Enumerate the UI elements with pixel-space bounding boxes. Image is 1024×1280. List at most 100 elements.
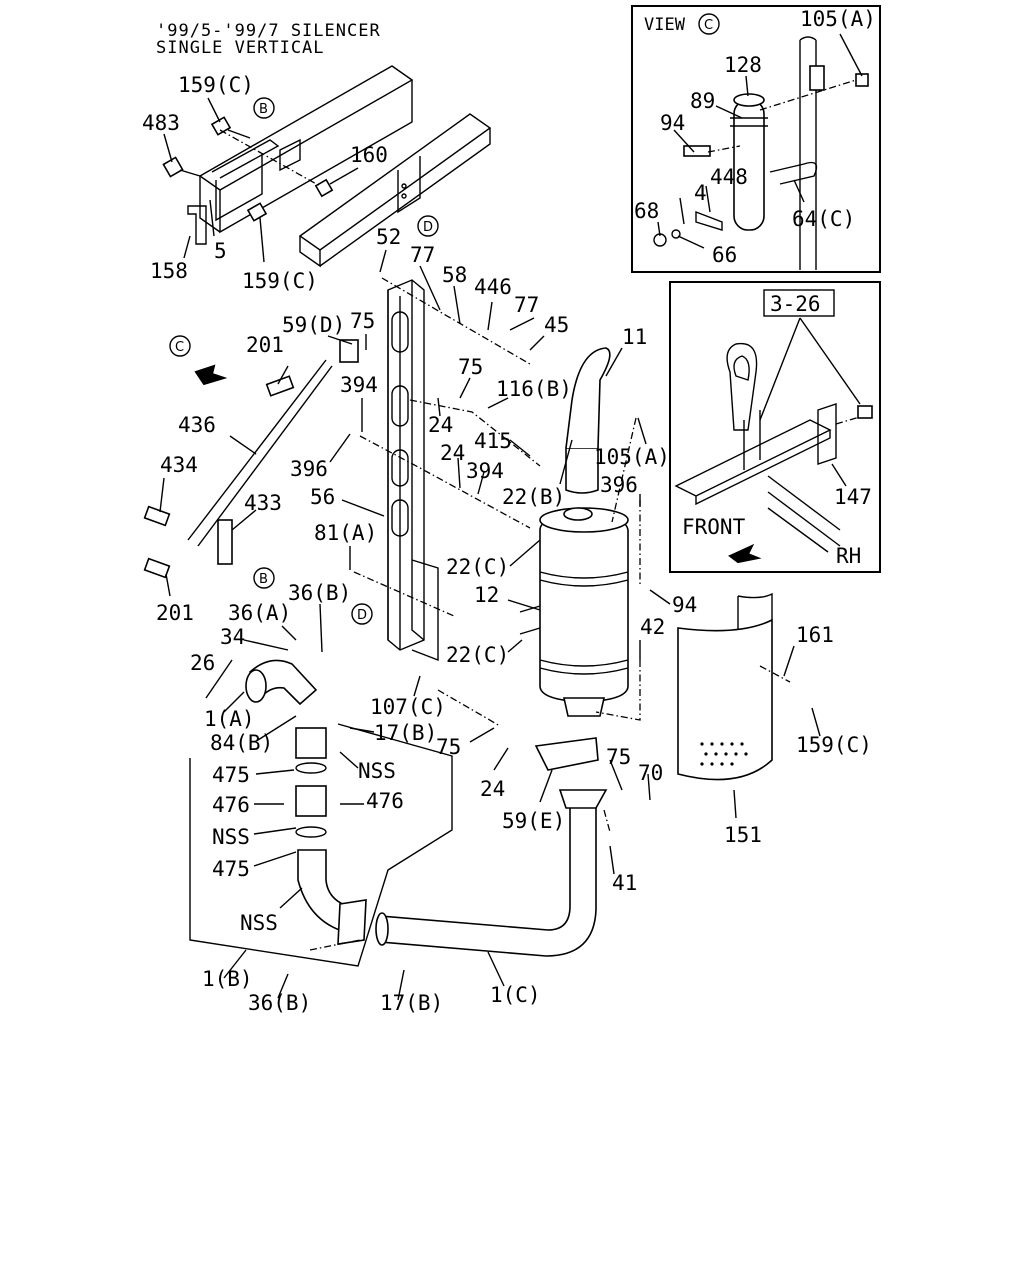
svg-text:C: C [175, 340, 184, 355]
part-label: 36(B) [248, 991, 311, 1015]
part-label: 66 [712, 243, 737, 267]
part-label: 94 [660, 111, 685, 135]
ref-panel-drawing [674, 317, 873, 564]
part-label: 24 [440, 441, 465, 465]
header-line-1: '99/5-'99/7 SILENCER [156, 21, 381, 41]
ref-label: 3-26 [770, 292, 821, 316]
front-label: FRONT [682, 515, 746, 539]
part-label: 24 [480, 777, 505, 801]
part-label: 159(C) [242, 269, 318, 293]
bracket-56 [387, 279, 439, 662]
part-label: 151 [724, 823, 762, 847]
part-label: 42 [640, 615, 665, 639]
part-label: 75 [606, 745, 631, 769]
nss-outline [189, 723, 453, 967]
part-label: 158 [150, 259, 188, 283]
part-label: 75 [458, 355, 483, 379]
part-label: 116(B) [496, 377, 572, 401]
part-label: 1(C) [490, 983, 541, 1007]
part-label: 147 [834, 485, 872, 509]
part-label: 4 [694, 181, 707, 205]
part-label: 434 [160, 453, 198, 477]
svg-text:D: D [357, 608, 367, 623]
part-label: 475 [212, 857, 250, 881]
ref-box [763, 289, 835, 317]
view-c-marker-circle [698, 13, 720, 35]
part-label: NSS [212, 825, 250, 849]
part-label: 5 [214, 239, 227, 263]
marker-b-lower: B [253, 567, 275, 589]
part-label: 160 [350, 143, 388, 167]
part-label: 159(C) [796, 733, 872, 757]
part-label: 394 [340, 373, 378, 397]
view-c-marker: C [704, 18, 713, 33]
part-label: 396 [600, 473, 638, 497]
part-labels: 159(C) 483 160 5 158 159(C) 52 77 58 446… [142, 7, 876, 1015]
part-label: 1(A) [204, 707, 255, 731]
svg-text:B: B [259, 572, 268, 587]
part-label: 161 [796, 623, 834, 647]
part-label: 41 [612, 871, 637, 895]
part-label: 58 [442, 263, 467, 287]
part-label: 34 [220, 625, 245, 649]
part-label: 59(D) [282, 313, 345, 337]
part-label: 415 [474, 429, 512, 453]
bracket-59e [534, 737, 599, 771]
part-label: 64(C) [792, 207, 855, 231]
part-label: 89 [690, 89, 715, 113]
part-label: 448 [710, 165, 748, 189]
part-label: 75 [350, 309, 375, 333]
part-label: 26 [190, 651, 215, 675]
part-label: NSS [240, 911, 278, 935]
part-label: 107(C) [370, 695, 446, 719]
part-label: 56 [310, 485, 335, 509]
assembly-lines [309, 277, 791, 951]
part-label: 436 [178, 413, 216, 437]
part-label: 394 [466, 459, 504, 483]
ref-panel [669, 281, 881, 573]
part-label: 59(E) [502, 809, 565, 833]
header-line-2: SINGLE VERTICAL [156, 38, 325, 58]
part-label: 77 [410, 243, 435, 267]
rh-label: RH [836, 544, 861, 568]
part-label: 105(A) [594, 445, 670, 469]
marker-d-top: D [417, 215, 439, 237]
part-label: 17(B) [374, 721, 437, 745]
leader-lines [159, 33, 863, 1001]
part-label: 476 [212, 793, 250, 817]
part-label: 17(B) [380, 991, 443, 1015]
marker-d-lower: D [351, 603, 373, 625]
part-label: 84(B) [210, 731, 273, 755]
part-label: 36(A) [228, 601, 291, 625]
part-label: 396 [290, 457, 328, 481]
part-label: 36(B) [288, 581, 351, 605]
part-label: 159(C) [178, 73, 254, 97]
part-label: 433 [244, 491, 282, 515]
heat-shield [677, 592, 773, 781]
silencer [519, 347, 629, 717]
svg-text:B: B [259, 102, 268, 117]
marker-c-left: C [169, 335, 191, 357]
svg-text:D: D [423, 220, 433, 235]
part-label: 68 [634, 199, 659, 223]
part-label: 75 [436, 735, 461, 759]
part-label: 81(A) [314, 521, 377, 545]
part-label: 70 [638, 761, 663, 785]
part-label: 483 [142, 111, 180, 135]
view-c-panel [631, 5, 881, 273]
part-label: 12 [474, 583, 499, 607]
part-label: 476 [366, 789, 404, 813]
part-label: 77 [514, 293, 539, 317]
part-label: 105(A) [800, 7, 876, 31]
part-label: 24 [428, 413, 453, 437]
part-label: 128 [724, 53, 762, 77]
part-label: 52 [376, 225, 401, 249]
part-label: 94 [672, 593, 697, 617]
part-label: 22(C) [446, 555, 509, 579]
exhaust-pipes [245, 659, 608, 957]
part-label: 45 [544, 313, 569, 337]
part-label: 446 [474, 275, 512, 299]
part-label: 1(B) [202, 967, 253, 991]
part-label: NSS [358, 759, 396, 783]
